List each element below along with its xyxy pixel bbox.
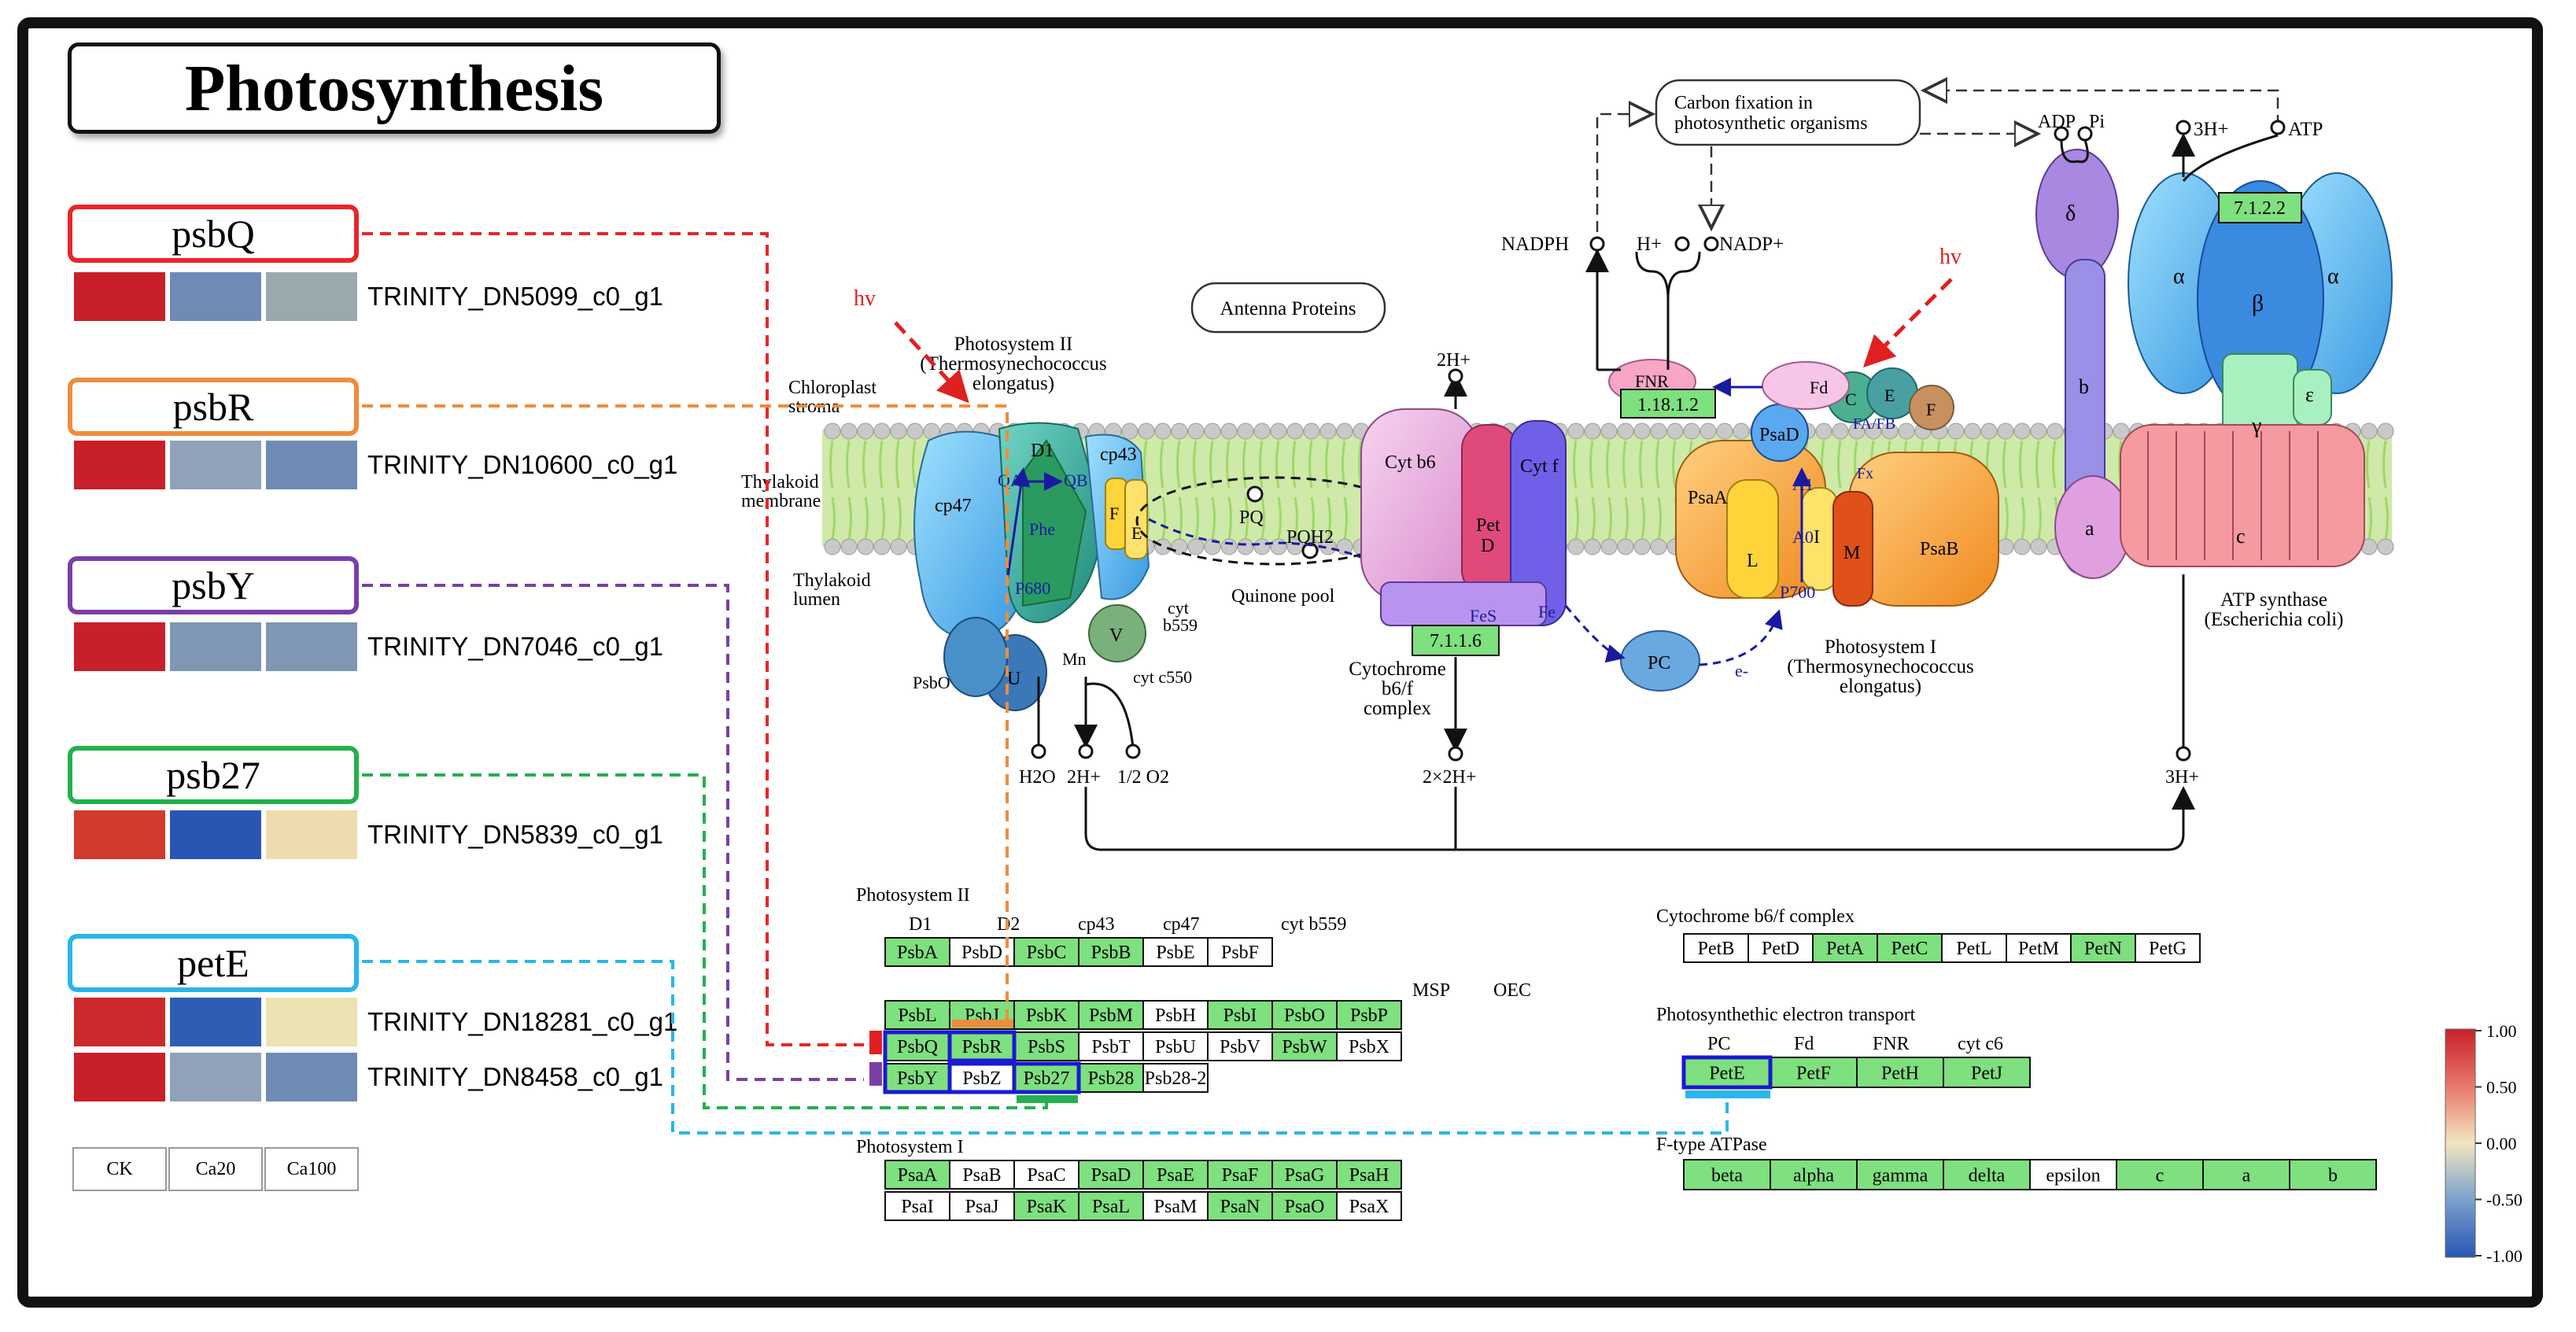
condition-label-ca20: Ca20 bbox=[168, 1147, 263, 1191]
gene-box-psbq: psbQ bbox=[68, 205, 359, 263]
gene-label: psbQ bbox=[172, 212, 255, 256]
heatmap-cell bbox=[168, 996, 263, 1048]
heatmap-cell bbox=[264, 621, 359, 673]
heatmap-cell bbox=[264, 271, 359, 323]
title-box: Photosynthesis bbox=[68, 42, 721, 134]
gene-label: psb27 bbox=[166, 753, 260, 797]
transcript-id: TRINITY_DN5099_c0_g1 bbox=[367, 282, 664, 311]
heatmap-cell bbox=[72, 996, 167, 1048]
condition-label-ck: CK bbox=[72, 1147, 167, 1191]
transcript-id: TRINITY_DN18281_c0_g1 bbox=[367, 1007, 678, 1036]
transcript-id: TRINITY_DN8458_c0_g1 bbox=[367, 1062, 664, 1091]
gene-label: psbY bbox=[172, 563, 255, 607]
page-title: Photosynthesis bbox=[184, 51, 604, 125]
gene-box-psb27: psb27 bbox=[68, 746, 359, 804]
gene-box-psbr: psbR bbox=[68, 378, 359, 436]
gene-label: psbR bbox=[172, 385, 254, 429]
heatmap-cell bbox=[168, 439, 263, 491]
gene-label: petE bbox=[177, 941, 249, 985]
heatmap-cell bbox=[72, 621, 167, 673]
heatmap-cell bbox=[168, 621, 263, 673]
heatmap-cell bbox=[72, 1051, 167, 1103]
heatmap-cell bbox=[72, 809, 167, 861]
heatmap-cell bbox=[168, 271, 263, 323]
heatmap-cell bbox=[72, 439, 167, 491]
transcript-id: TRINITY_DN7046_c0_g1 bbox=[367, 632, 664, 661]
gene-box-pete: petE bbox=[68, 934, 359, 992]
heatmap-cell bbox=[168, 1051, 263, 1103]
condition-label-ca100: Ca100 bbox=[264, 1147, 359, 1191]
gene-box-psby: psbY bbox=[68, 556, 359, 614]
heatmap-cell bbox=[72, 271, 167, 323]
heatmap-cell bbox=[264, 809, 359, 861]
figure-frame bbox=[17, 17, 2543, 1308]
transcript-id: TRINITY_DN5839_c0_g1 bbox=[367, 820, 664, 849]
heatmap-cell bbox=[264, 439, 359, 491]
heatmap-cell bbox=[264, 996, 359, 1048]
heatmap-cell bbox=[168, 809, 263, 861]
transcript-id: TRINITY_DN10600_c0_g1 bbox=[367, 450, 678, 479]
heatmap-cell bbox=[264, 1051, 359, 1103]
